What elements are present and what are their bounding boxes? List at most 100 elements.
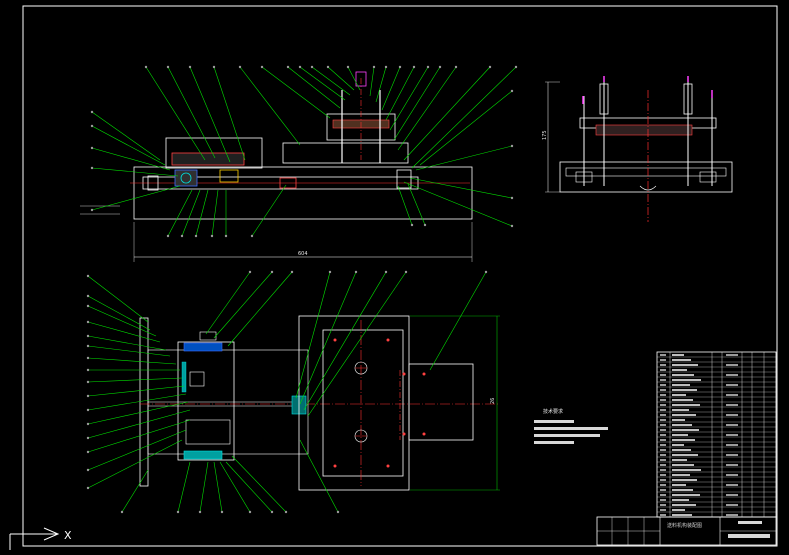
height-dimension-text: 26	[490, 398, 496, 404]
parts-row-material	[726, 504, 738, 506]
balloon-marker	[90, 166, 94, 170]
ucs-x-label: X	[64, 529, 72, 542]
parts-row-material	[726, 464, 738, 466]
parts-row-text	[672, 474, 690, 476]
parts-row-text	[672, 369, 687, 371]
balloon-marker	[326, 65, 330, 69]
parts-row-text	[672, 384, 690, 386]
leader-line	[91, 111, 161, 161]
leader-line	[403, 66, 491, 161]
balloon-marker	[188, 65, 192, 69]
leader-line	[91, 147, 171, 171]
parts-row-text	[672, 434, 688, 436]
leader-line	[213, 461, 223, 513]
parts-row-number	[660, 504, 666, 506]
title-block: 送料机构装配图	[596, 516, 777, 546]
leader-line	[181, 189, 201, 237]
balloon-marker	[238, 65, 242, 69]
balloon-marker	[248, 510, 252, 514]
balloon-marker	[86, 334, 90, 338]
parts-row-number	[660, 414, 666, 416]
parts-row-number	[660, 369, 666, 371]
leader-line	[87, 385, 185, 397]
leader-line	[261, 66, 331, 119]
parts-row-number	[660, 474, 666, 476]
parts-row-material	[726, 394, 738, 396]
leader-line	[87, 409, 191, 439]
balloon-marker	[398, 65, 402, 69]
tech-requirements-title: 技术要求	[543, 408, 563, 415]
balloon-marker	[488, 65, 492, 69]
leader-line	[87, 357, 177, 365]
parts-row-text	[672, 364, 698, 366]
balloon-marker	[86, 320, 90, 324]
leader-line	[327, 66, 355, 91]
balloon-marker	[176, 510, 180, 514]
balloon-marker	[248, 270, 252, 274]
parts-row-material	[726, 474, 738, 476]
leader-line	[87, 335, 167, 351]
leader-line	[415, 145, 513, 171]
balloon-marker	[86, 356, 90, 360]
leader-line	[87, 295, 151, 331]
parts-row-text	[672, 449, 691, 451]
leader-line	[407, 183, 426, 226]
overall-dimension-text: 604	[298, 251, 308, 257]
leader-line	[311, 66, 351, 96]
parts-row-text	[672, 499, 689, 501]
leader-line	[389, 66, 429, 131]
balloon-marker	[90, 110, 94, 114]
parts-row-number	[660, 364, 666, 366]
parts-row-number	[660, 494, 666, 496]
parts-row-material	[726, 424, 738, 426]
parts-row-material	[726, 374, 738, 376]
plan-view-leaders	[86, 270, 488, 514]
parts-row-text	[672, 404, 700, 406]
leader-line	[369, 66, 375, 97]
front-view-leaders	[90, 65, 518, 238]
balloon-marker	[354, 270, 358, 274]
balloon-marker	[410, 223, 414, 227]
parts-row-number	[660, 469, 666, 471]
parts-row-text	[672, 409, 689, 411]
leader-line	[177, 461, 191, 513]
balloon-marker	[454, 65, 458, 69]
balloon-marker	[86, 294, 90, 298]
parts-row-text	[672, 509, 685, 511]
balloon-marker	[404, 270, 408, 274]
parts-row-text	[672, 399, 693, 401]
title-block-caption: 送料机构装配图	[667, 522, 702, 529]
leader-line	[239, 66, 301, 146]
parts-row-number	[660, 464, 666, 466]
balloon-marker	[212, 65, 216, 69]
parts-row-number	[660, 394, 666, 396]
balloon-marker	[210, 234, 214, 238]
parts-row-number	[660, 419, 666, 421]
balloon-marker	[290, 270, 294, 274]
leader-line	[231, 455, 287, 513]
balloon-marker	[270, 270, 274, 274]
parts-row-material	[726, 364, 738, 366]
front-view: 604	[80, 71, 473, 262]
balloon-marker	[198, 510, 202, 514]
parts-row-text	[672, 419, 685, 421]
balloon-marker	[510, 89, 514, 93]
balloon-marker	[224, 234, 228, 238]
parts-row-number	[660, 499, 666, 501]
parts-row-material	[726, 434, 738, 436]
parts-row-material	[726, 494, 738, 496]
balloon-marker	[510, 196, 514, 200]
parts-row-text	[672, 484, 686, 486]
balloon-marker	[423, 223, 427, 227]
parts-row-number	[660, 429, 666, 431]
parts-row-number	[660, 354, 666, 356]
balloon-marker	[90, 124, 94, 128]
parts-row-number	[660, 384, 666, 386]
parts-row-material	[726, 354, 738, 356]
leader-line	[287, 66, 341, 109]
balloon-marker	[510, 224, 514, 228]
balloon-marker	[336, 510, 340, 514]
leader-line	[347, 66, 361, 91]
balloon-marker	[194, 234, 198, 238]
